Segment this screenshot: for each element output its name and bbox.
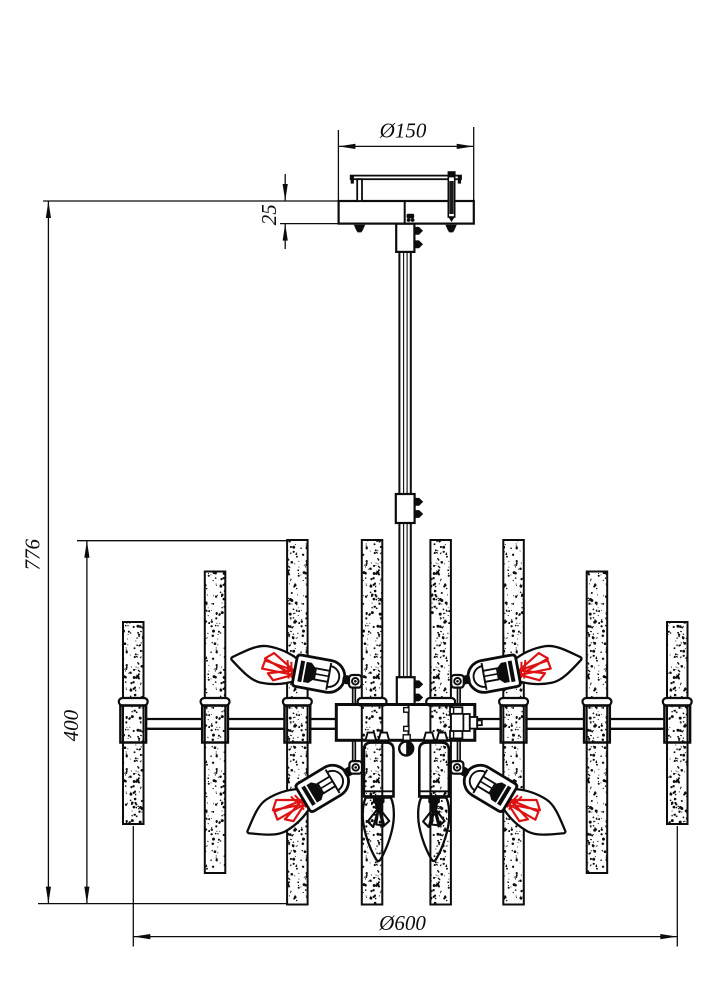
svg-text:400: 400 [59,709,83,741]
svg-text:Ø150: Ø150 [379,119,427,143]
svg-text:25: 25 [257,204,281,225]
svg-text:Ø600: Ø600 [378,911,426,935]
svg-text:776: 776 [20,539,44,571]
